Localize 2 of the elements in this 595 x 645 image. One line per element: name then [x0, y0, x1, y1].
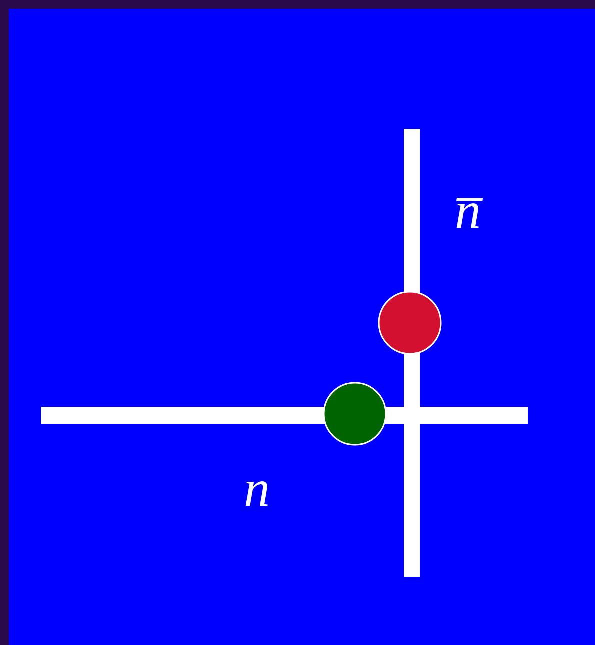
variable-label: n̅ [455, 186, 481, 238]
variable-label: n [244, 464, 270, 516]
